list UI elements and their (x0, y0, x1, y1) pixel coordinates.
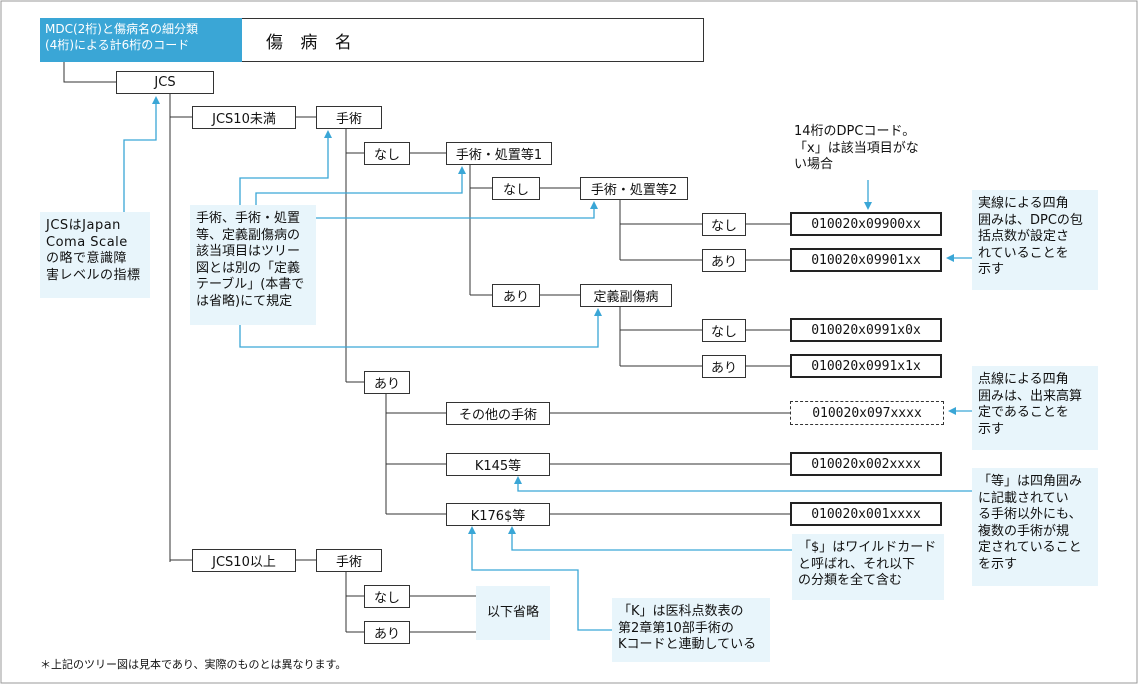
note-line: 括点数が設定さ (978, 229, 1070, 244)
node-procedure2-none: なし (702, 213, 746, 236)
note-line: 複数の手術が規 (978, 523, 1070, 539)
note-jcs: JCSはJapan Coma Scale の略で意識障 害レベルの指標 (40, 212, 150, 298)
code-box-c6: 010020x002xxxx (790, 452, 942, 476)
node-procedure2: 手術・処置等2 (580, 177, 688, 200)
note-line: 第2章第10部手術の (618, 620, 734, 636)
tree-lines (63, 62, 790, 633)
callout-arrows (123, 96, 972, 631)
note-line: 「$」はワイルドカード (798, 540, 937, 555)
code-box-c7: 010020x001xxxx (790, 502, 942, 526)
note-line: JCSはJapan (46, 218, 121, 233)
note-k-code: 「K」は医科点数表の 第2章第10部手術の Kコードと連動している (612, 598, 770, 662)
note-line: に記載されてい (978, 490, 1069, 506)
node-secondary-yes: あり (702, 355, 746, 378)
note-line: の略で意識障 (46, 251, 128, 266)
note-line: を示す (978, 556, 1018, 572)
node-jcs10-under: JCS10未満 (192, 106, 296, 129)
note-line: 図とは別の「定義 (196, 260, 301, 276)
note-etc: 「等」は四角囲み に記載されてい る手術以外にも、 複数の手術が規 定されている… (972, 468, 1098, 586)
code-box-c2: 010020x09901xx (790, 248, 942, 272)
node-secondary-disease: 定義副傷病 (580, 284, 672, 307)
note-line: の分類を全て含む (798, 573, 903, 588)
node-surgery2-yes: あり (364, 621, 410, 644)
note-dashed-box: 点線による四角 囲みは、出来高算 定であることを 示す (972, 366, 1098, 450)
node-procedure2-yes: あり (702, 249, 746, 272)
note-line: 示す (978, 262, 1005, 277)
note-line: 「K」は医科点数表の (618, 604, 744, 619)
note-line: 14桁のDPCコード。 (794, 124, 916, 139)
note-line: る手術以外にも、 (978, 507, 1082, 522)
note-omitted: 以下省略 (476, 586, 550, 640)
code-box-c3: 010020x0991x0x (790, 318, 942, 342)
node-surgery-2: 手術 (316, 549, 382, 572)
note-line: 等、定義副傷病の (196, 227, 301, 243)
header-code-line: MDC(2桁)と傷病名の細分類 (45, 22, 198, 36)
node-secondary-none: なし (702, 319, 746, 342)
node-k176: K176$等 (446, 503, 550, 526)
node-surgery-none: なし (364, 142, 410, 165)
note-line: 定されていること (978, 540, 1082, 555)
note-line: 実線による四角 (978, 196, 1069, 211)
note-procedures: 手術、手術・処置 等、定義副傷病の 該当項目はツリー 図とは別の「定義 テーブル… (190, 205, 316, 325)
note-line: Coma Scale (46, 234, 128, 250)
node-surgery: 手術 (316, 106, 382, 129)
note-line: 「x」は該当項目がな (794, 140, 919, 156)
note-line: 囲みは、出来高算 (978, 388, 1083, 404)
note-line: 示す (978, 421, 1005, 437)
node-jcs10-over: JCS10以上 (192, 549, 296, 572)
note-line: 囲みは、DPCの包 (978, 212, 1083, 228)
node-surgery-yes: あり (364, 371, 410, 394)
header-code-line: (4桁)による計6桁のコード (45, 38, 190, 52)
note-solid-box: 実線による四角 囲みは、DPCの包 括点数が設定さ れていることを 示す (972, 190, 1098, 290)
node-procedure1: 手術・処置等1 (446, 142, 552, 165)
note-line: い場合 (794, 157, 834, 172)
code-box-c5-dashed: 010020x097xxxx (790, 401, 944, 425)
note-line: 点線による四角 (978, 372, 1069, 387)
footnote: ＊上記のツリー図は見本であり、実際のものとは異なります。 (40, 658, 347, 671)
note-wildcard: 「$」はワイルドカード と呼ばれ、それ以下 の分類を全て含む (792, 534, 944, 600)
note-line: 該当項目はツリー (196, 244, 301, 259)
note-line: 「等」は四角囲み (978, 474, 1083, 489)
code-box-c1: 010020x09900xx (790, 212, 942, 236)
note-line: は省略)にて規定 (196, 293, 293, 309)
node-k145: K145等 (446, 453, 550, 476)
node-jcs: JCS (116, 71, 214, 94)
node-surgery2-none: なし (364, 585, 410, 608)
note-line: れていることを (978, 245, 1069, 261)
note-line: テーブル」(本書で (196, 277, 305, 292)
note-line: と呼ばれ、それ以下 (798, 556, 916, 572)
note-dpc14: 14桁のDPCコード。 「x」は該当項目がな い場合 (794, 124, 954, 174)
node-other-surgery: その他の手術 (446, 402, 550, 425)
header-title: 傷 病 名 (242, 18, 704, 62)
note-line: 定であることを (978, 405, 1069, 420)
code-box-c4: 010020x0991x1x (790, 354, 942, 378)
node-procedure1-none: なし (492, 177, 540, 200)
note-line: Kコードと連動している (618, 637, 757, 652)
note-line: 手術、手術・処置 (196, 211, 301, 226)
node-procedure1-yes: あり (492, 284, 540, 307)
header-code-label: MDC(2桁)と傷病名の細分類 (4桁)による計6桁のコード (40, 18, 242, 62)
note-line: 害レベルの指標 (46, 267, 141, 283)
